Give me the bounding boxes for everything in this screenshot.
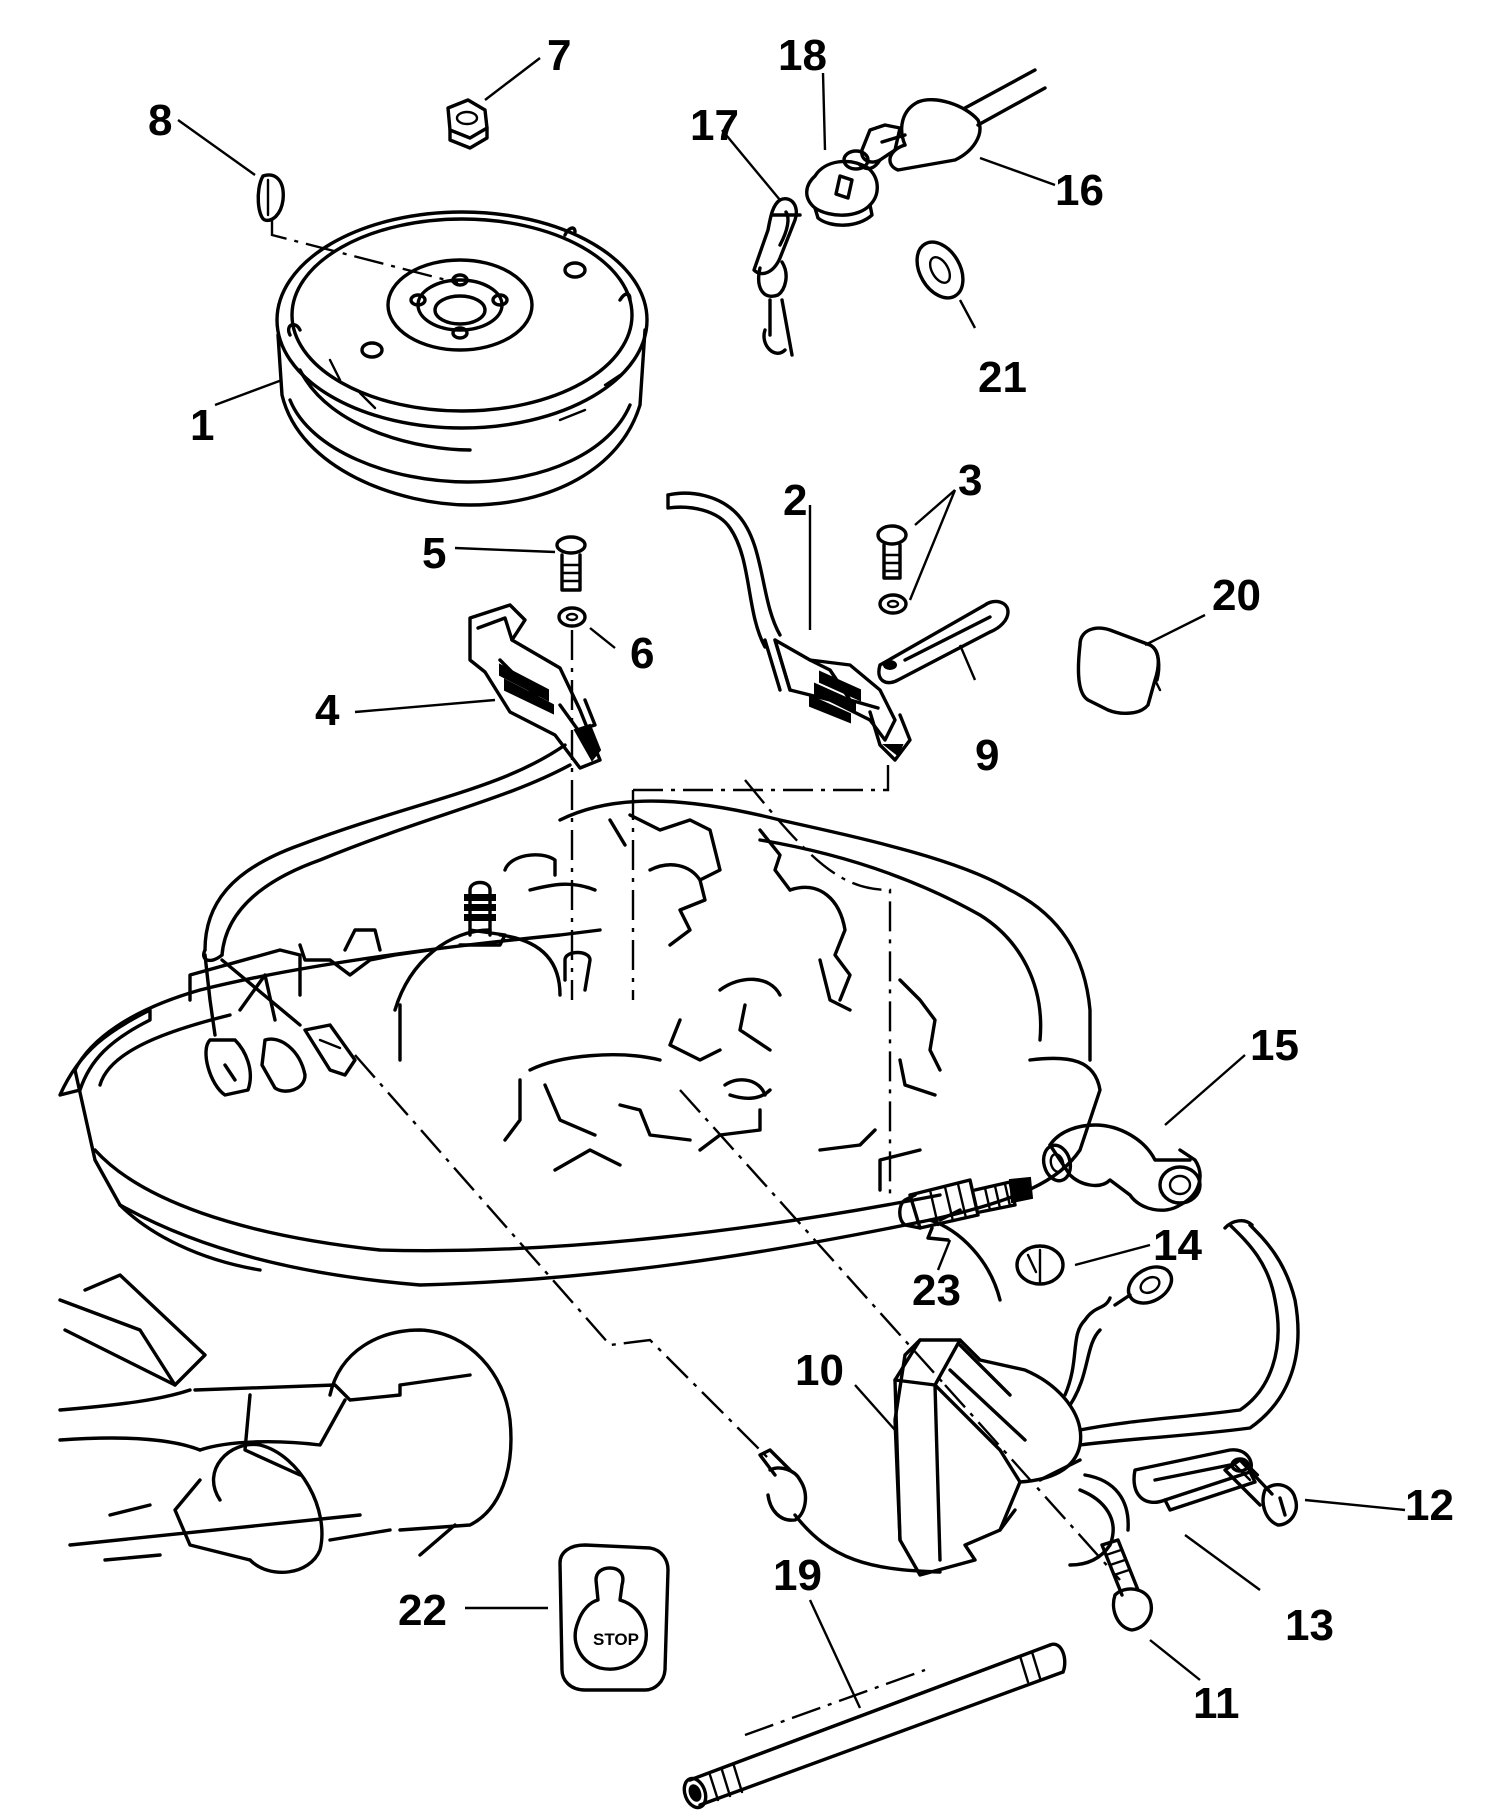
high-tension-lead [758,1448,942,1574]
rubber-plug [1015,1244,1065,1286]
bullet-connectors [203,953,357,1097]
lanyard-clip [752,197,802,357]
bracket-bolt [1223,1458,1298,1527]
callout-18: 18 [778,31,827,80]
callout-6: 6 [630,629,654,678]
bracket-screw [876,524,908,615]
callout-16: 16 [1055,166,1104,215]
callout-3: 3 [958,456,982,505]
callout-17: 17 [690,101,739,150]
flywheel [275,210,649,507]
lock-nut [805,159,879,227]
callout-10: 10 [795,1346,844,1395]
callout-1: 1 [190,401,214,450]
callout-5: 5 [422,529,446,578]
elbow-fitting [1041,1123,1202,1212]
callout-13: 13 [1285,1601,1334,1650]
callout-2: 2 [783,476,807,525]
callout-22: 22 [398,1586,447,1635]
charge-coil [666,491,912,762]
callout-14: 14 [1153,1221,1202,1270]
thermo-switch [898,1176,1034,1242]
ground-wire [1068,1219,1300,1567]
coil-bracket [877,599,1010,685]
callout-21: 21 [978,353,1027,402]
screw [555,535,587,592]
callout-7: 7 [547,31,571,80]
callout-8: 8 [148,96,172,145]
woodruff-key [256,173,285,223]
callout-9: 9 [975,731,999,780]
grommet-cap [1076,626,1162,715]
pulser-coil [202,603,602,963]
shaft [682,1642,1067,1810]
callout-12: 12 [1405,1481,1454,1530]
callout-15: 15 [1250,1021,1299,1070]
washer [915,240,965,300]
engine-top-detail [188,813,962,1222]
callout-23: 23 [912,1266,961,1315]
flywheel-nut [446,98,489,150]
cdi-bolt [1100,1538,1153,1632]
lower-cowl [58,799,1102,1575]
callout-11: 11 [1193,1679,1240,1728]
key-switch [842,68,1047,172]
callout-4: 4 [315,686,340,735]
screw-washer [557,606,587,628]
stop-button-text: STOP [593,1630,639,1649]
callout-19: 19 [773,1551,822,1600]
leader-lines [177,57,1406,1709]
stop-button: STOP [558,1543,670,1692]
callouts: 1 2 3 4 5 6 7 8 9 10 11 12 13 14 15 16 1… [148,31,1454,1728]
callout-20: 20 [1212,571,1261,620]
assembly-lines [270,220,1121,1737]
